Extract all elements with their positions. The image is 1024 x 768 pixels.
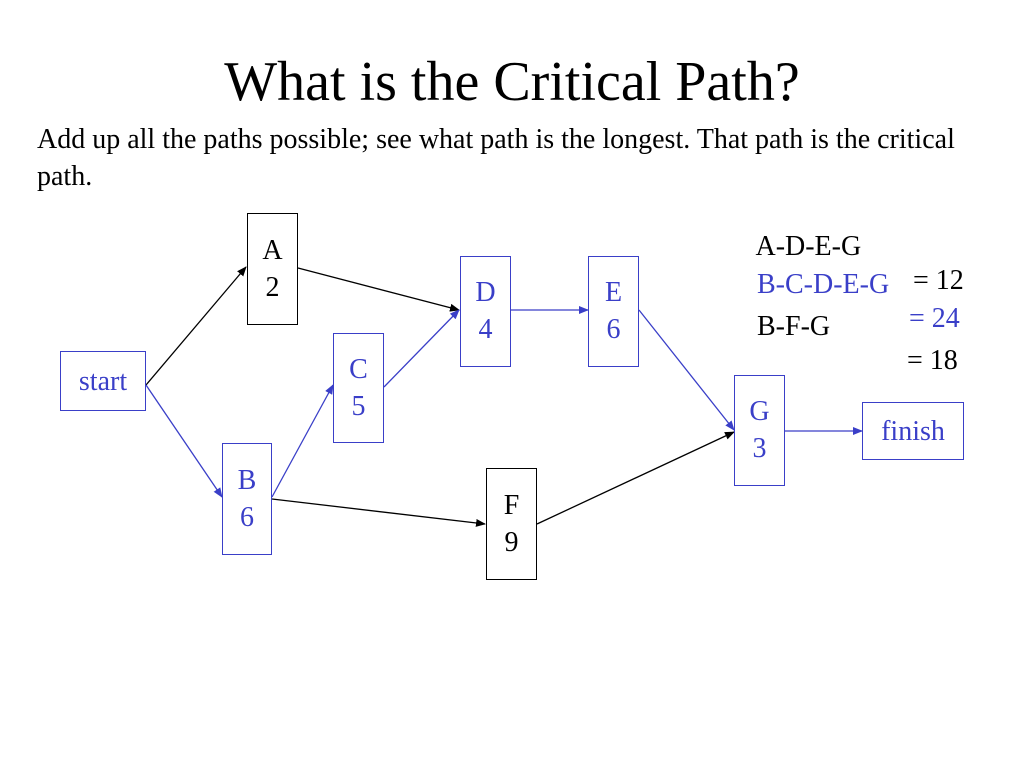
- path-a-d-e-g: A-D-E-G = 12: [743, 196, 963, 298]
- node-duration: 6: [606, 314, 621, 345]
- edge-start-a: [145, 266, 247, 386]
- node-duration: 3: [752, 433, 767, 464]
- path-b-c-d-e-g: B-C-D-E-G = 24: [743, 234, 960, 336]
- edge-b-c: [271, 384, 334, 498]
- path-route: A-D-E-G: [755, 231, 862, 262]
- node-label: E: [604, 277, 623, 308]
- edge-b-f: [271, 498, 486, 527]
- path-total: = 18: [907, 345, 958, 376]
- edge-a-d: [297, 267, 460, 312]
- edge-c-d: [383, 309, 460, 388]
- node-label: finish: [881, 416, 945, 447]
- path-b-f-g: B-F-G = 18: [743, 276, 958, 378]
- node-finish: finish: [862, 402, 964, 460]
- node-e: E 6: [588, 256, 639, 367]
- edge-start-b: [145, 384, 223, 498]
- path-route: B-C-D-E-G: [757, 269, 890, 300]
- path-total: = 24: [909, 303, 960, 334]
- slide-title: What is the Critical Path?: [224, 51, 800, 113]
- node-f: F 9: [486, 468, 537, 580]
- node-duration: 5: [351, 391, 366, 422]
- node-label: C: [349, 354, 368, 385]
- node-duration: 4: [478, 314, 493, 345]
- node-duration: 9: [504, 527, 519, 558]
- node-start: start: [60, 351, 146, 411]
- edge-f-g: [536, 431, 735, 525]
- node-label: D: [475, 277, 496, 308]
- path-total: = 12: [913, 265, 964, 296]
- node-g: G 3: [734, 375, 785, 486]
- description-text: Add up all the paths possible; see what …: [37, 124, 955, 192]
- node-c: C 5: [333, 333, 384, 443]
- node-label: start: [78, 366, 128, 397]
- node-d: D 4: [460, 256, 511, 367]
- node-a: A 2: [247, 213, 298, 325]
- node-label: G: [749, 396, 770, 427]
- edge-e-g: [638, 309, 735, 431]
- node-duration: 2: [265, 272, 280, 303]
- path-route: B-F-G: [757, 311, 831, 342]
- node-duration: 6: [240, 502, 254, 533]
- node-b: B 6: [222, 443, 272, 555]
- node-label: F: [503, 490, 520, 521]
- node-label: B: [237, 465, 257, 496]
- node-label: A: [262, 235, 283, 266]
